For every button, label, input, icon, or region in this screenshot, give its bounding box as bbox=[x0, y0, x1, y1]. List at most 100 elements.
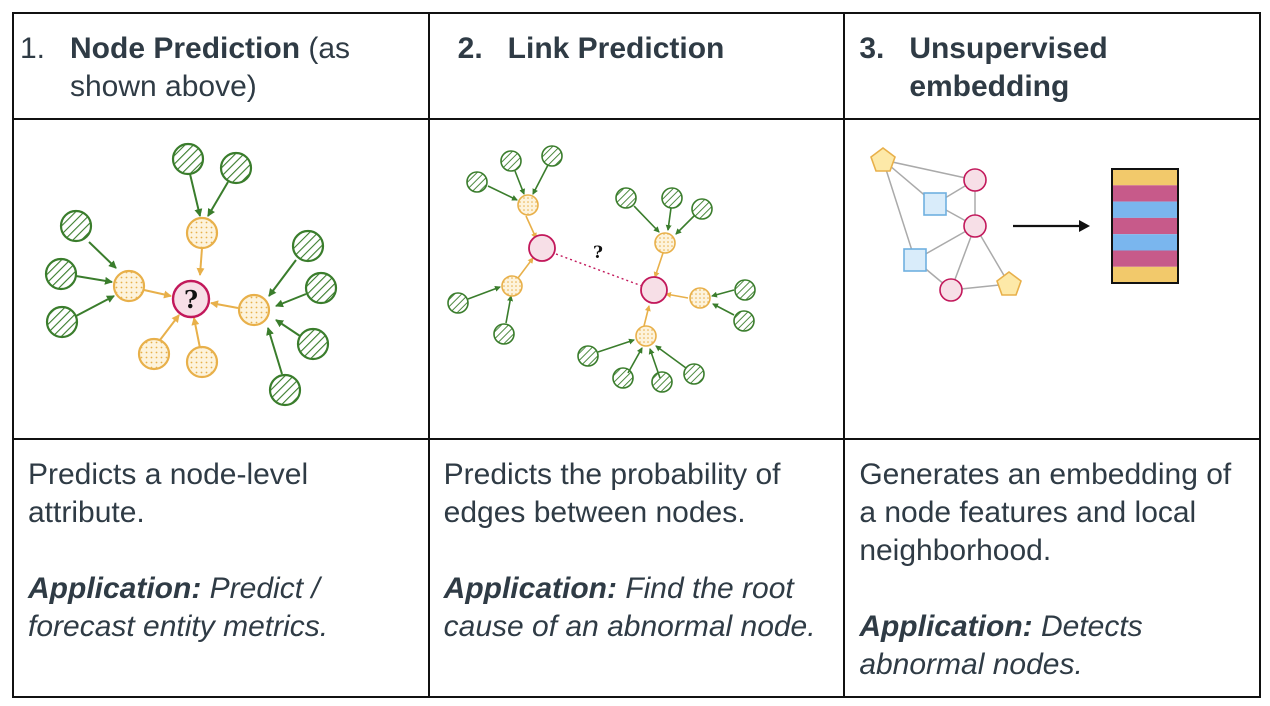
dotted-node-icon bbox=[185, 216, 219, 250]
stripe bbox=[1112, 185, 1179, 202]
vector-border bbox=[1111, 168, 1180, 284]
unknown-label: ? bbox=[184, 285, 198, 314]
application-text: Application: Detects abnormal nodes. bbox=[859, 608, 1247, 684]
edge bbox=[75, 275, 113, 285]
description-text: Generates an embedding of a node feature… bbox=[859, 458, 1232, 567]
header-cell-node-prediction: 1. Node Prediction (as shown above) bbox=[12, 12, 430, 120]
stripe bbox=[1112, 250, 1179, 267]
edge bbox=[711, 303, 735, 316]
hatched-node-icon bbox=[268, 373, 302, 407]
stripe bbox=[1112, 266, 1179, 283]
edge bbox=[633, 205, 660, 233]
figure-cell-node-prediction: ? bbox=[12, 118, 430, 440]
application-detail: Find the root cause of an abnormal node. bbox=[443, 572, 816, 643]
stripe bbox=[1112, 217, 1179, 235]
header-number: 1. bbox=[20, 32, 46, 65]
dotted-node-icon bbox=[653, 232, 676, 254]
square-node-icon bbox=[903, 248, 928, 272]
hatched-node-icon bbox=[446, 292, 469, 314]
edge bbox=[654, 345, 687, 369]
edge bbox=[207, 181, 229, 217]
edge bbox=[664, 291, 688, 299]
unknown-link-label: ? bbox=[593, 243, 603, 263]
edge bbox=[665, 207, 672, 231]
edges bbox=[75, 173, 307, 375]
header-cell-link-prediction: 2. Link Prediction bbox=[427, 12, 846, 120]
figure-cell-link-prediction: ? bbox=[427, 118, 846, 440]
edge bbox=[642, 305, 651, 327]
header-title-rest: (as shown above) bbox=[70, 32, 351, 103]
application-label: Application: bbox=[443, 572, 617, 605]
predicted-link bbox=[555, 253, 642, 287]
edge bbox=[487, 185, 518, 201]
edge bbox=[88, 241, 117, 269]
edge bbox=[517, 257, 534, 279]
edge bbox=[626, 347, 643, 374]
edge bbox=[189, 173, 203, 217]
hatched-node-icon bbox=[465, 171, 488, 193]
pentagon-node-icon bbox=[996, 271, 1023, 296]
edge bbox=[196, 247, 205, 276]
target-node-icon bbox=[527, 234, 556, 262]
edge bbox=[883, 159, 976, 181]
leaf-nodes bbox=[44, 142, 338, 407]
dotted-node-icon bbox=[688, 287, 711, 309]
stripe bbox=[1112, 234, 1179, 251]
header-title-bold: Node Prediction bbox=[70, 32, 301, 65]
description-cell-unsupervised-embedding: Generates an embedding of a node feature… bbox=[843, 438, 1261, 698]
dotted-node-icon bbox=[137, 337, 171, 371]
target-node-icon bbox=[639, 276, 668, 304]
hatched-node-icon bbox=[291, 229, 325, 263]
edge bbox=[268, 259, 297, 297]
edge bbox=[882, 159, 917, 261]
edge bbox=[159, 314, 180, 341]
edge bbox=[710, 289, 734, 298]
circle-node-icon bbox=[939, 278, 964, 302]
description-text: Predicts the probability of edges betwee… bbox=[443, 458, 781, 529]
edge bbox=[674, 215, 695, 235]
description-cell-link-prediction: Predicts the probability of edges betwee… bbox=[427, 438, 846, 698]
hatched-node-icon bbox=[614, 187, 637, 209]
hatched-node-icon bbox=[611, 367, 634, 389]
header-title-bold: Link Prediction bbox=[507, 32, 725, 65]
stripe bbox=[1112, 201, 1179, 218]
description-text: Predicts a node-level attribute. bbox=[28, 458, 309, 529]
application-detail: Predict / forecast entity metrics. bbox=[28, 572, 329, 643]
description-row: Predicts a node-level attribute. Applica… bbox=[12, 438, 1261, 698]
edge bbox=[524, 215, 537, 239]
description-cell-node-prediction: Predicts a node-level attribute. Applica… bbox=[12, 438, 430, 698]
header-cell-unsupervised-embedding: 3. Unsupervised embedding bbox=[843, 12, 1261, 120]
embedding-diagram bbox=[870, 147, 1180, 302]
hatched-node-icon bbox=[304, 271, 338, 305]
graph-edges bbox=[882, 159, 1010, 291]
application-text: Application: Find the root cause of an a… bbox=[444, 570, 832, 646]
hatched-node-icon bbox=[492, 323, 515, 345]
hatched-node-icon bbox=[45, 305, 79, 339]
application-detail: Detects abnormal nodes. bbox=[859, 610, 1143, 681]
edge bbox=[467, 285, 501, 300]
figure-row: ? bbox=[12, 118, 1261, 440]
node-prediction-diagram: ? bbox=[44, 142, 338, 407]
hatched-node-icon bbox=[682, 363, 705, 385]
hatched-node-icon bbox=[733, 279, 756, 301]
hatched-node-icon bbox=[171, 142, 205, 176]
dotted-node-icon bbox=[112, 269, 146, 303]
hatched-node-icon bbox=[690, 198, 713, 220]
dotted-node-icon bbox=[516, 194, 539, 216]
edge bbox=[504, 295, 513, 324]
edge bbox=[75, 295, 115, 317]
hatched-node-icon bbox=[219, 151, 253, 185]
edge bbox=[191, 317, 201, 349]
edge bbox=[531, 164, 549, 195]
edge bbox=[210, 300, 239, 309]
hatched-node-icon bbox=[660, 187, 683, 209]
application-label: Application: bbox=[859, 610, 1033, 643]
header-number: 2. bbox=[457, 32, 483, 65]
pentagon-node-icon bbox=[870, 147, 897, 172]
application-text: Application: Predict / forecast entity m… bbox=[28, 570, 416, 646]
intermediate-nodes bbox=[500, 194, 711, 347]
dotted-node-icon bbox=[185, 345, 219, 379]
hatched-node-icon bbox=[44, 257, 78, 291]
edge bbox=[597, 338, 635, 353]
edge bbox=[653, 252, 664, 278]
